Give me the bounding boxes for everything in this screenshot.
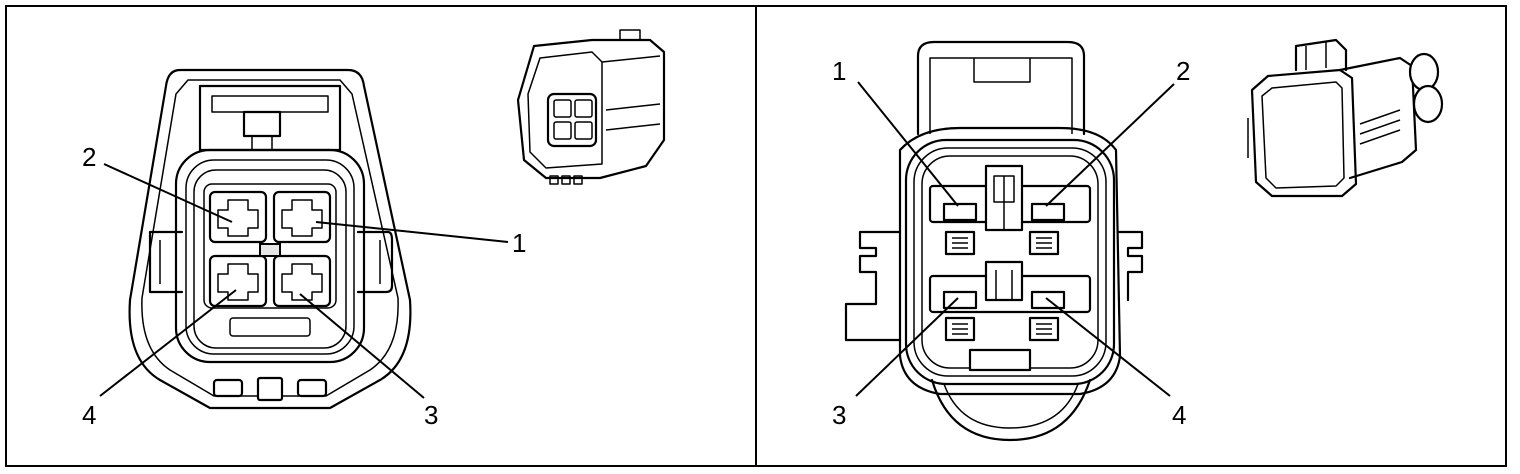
leader-left-3 (299, 293, 425, 399)
leader-left-1 (315, 221, 509, 243)
callout-left-pin-4: 4 (82, 400, 96, 430)
left-callouts: 1 2 3 4 (82, 142, 526, 430)
callout-right-pin-1: 1 (832, 56, 846, 86)
leader-left-4 (99, 289, 237, 397)
right-connector-face (844, 40, 1144, 442)
right-callouts: 1 2 3 4 (832, 56, 1190, 430)
callout-right-pin-3: 3 (832, 400, 846, 430)
leader-left-2 (103, 163, 233, 223)
leader-right-2 (1045, 83, 1175, 207)
left-connector-face (128, 68, 412, 410)
left-connector-thumbnail (516, 29, 666, 185)
callout-right-pin-2: 2 (1176, 56, 1190, 86)
callout-left-pin-3: 3 (424, 400, 438, 430)
leader-right-3 (855, 297, 959, 397)
right-connector-thumbnail (1247, 38, 1444, 198)
leader-right-1 (857, 81, 959, 207)
callout-left-pin-2: 2 (82, 142, 96, 172)
callout-right-pin-4: 4 (1172, 400, 1186, 430)
callout-left-pin-1: 1 (512, 228, 526, 258)
leader-right-4 (1045, 297, 1171, 397)
